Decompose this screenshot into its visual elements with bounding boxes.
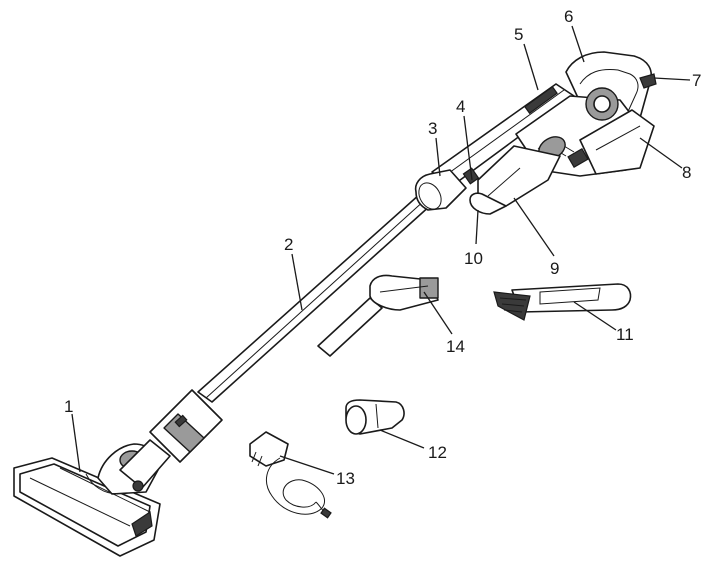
brush-tool	[493, 283, 632, 321]
crevice-tool	[317, 274, 439, 357]
leader-3	[435, 137, 441, 177]
leader-8	[639, 137, 683, 169]
callout-3: 3	[428, 119, 437, 138]
callout-14: 14	[446, 337, 465, 356]
main-unit	[414, 51, 657, 215]
callout-8: 8	[682, 163, 691, 182]
leader-4	[463, 115, 473, 181]
leader-2	[291, 253, 303, 311]
leader-5	[523, 43, 539, 91]
callout-5: 5	[514, 25, 523, 44]
callout-11: 11	[616, 325, 634, 344]
leader-9	[513, 197, 555, 257]
callout-4: 4	[456, 97, 465, 116]
callout-labels: 1 2 3 4 5 6 7 8 9 10 11 12 13 14	[64, 7, 701, 488]
floor-brush-head	[13, 439, 171, 557]
leader-12	[379, 429, 425, 449]
tube-joint	[149, 389, 223, 463]
callout-2: 2	[284, 235, 293, 254]
callout-9: 9	[550, 259, 559, 278]
leader-14	[423, 291, 453, 335]
leader-lines	[71, 25, 691, 475]
callout-6: 6	[564, 7, 573, 26]
leader-13	[279, 455, 335, 475]
callout-7: 7	[692, 71, 701, 90]
leader-6	[571, 25, 585, 63]
charger	[249, 431, 332, 519]
adapter-tool	[345, 399, 405, 435]
callout-12: 12	[428, 443, 447, 462]
leader-7	[653, 77, 691, 81]
leader-1	[71, 413, 81, 473]
leader-10	[475, 209, 479, 245]
callout-10: 10	[464, 249, 483, 268]
callout-13: 13	[336, 469, 355, 488]
callout-1: 1	[64, 397, 73, 416]
leader-11	[573, 301, 617, 331]
